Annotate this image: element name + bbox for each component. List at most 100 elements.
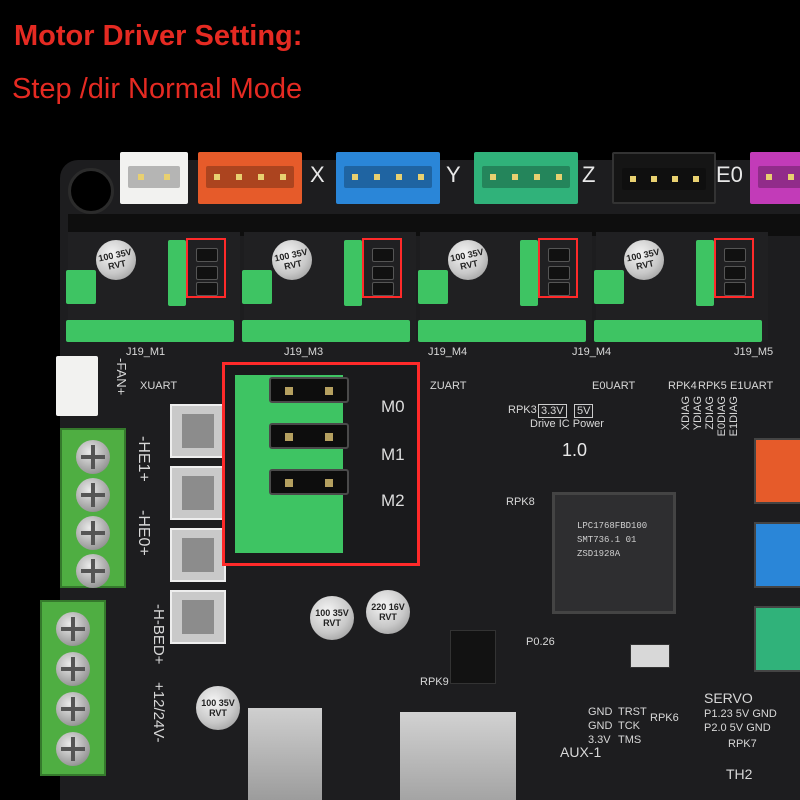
pin-strip-green	[418, 320, 586, 342]
capacitor: 100 35V RVT	[96, 240, 136, 280]
mosfet	[170, 466, 226, 520]
silk-zdiag: ZDIAG	[704, 396, 716, 430]
silk-jtag-gnd1: GND	[588, 706, 613, 718]
connector-white	[120, 152, 188, 204]
silk-e1diag: E1DIAG	[728, 396, 740, 437]
regulator-chip	[450, 630, 496, 684]
connector-z-endstop	[754, 606, 800, 672]
silk-rpk7: RPK7	[728, 738, 757, 750]
pin-header-green	[696, 240, 714, 306]
capacitor: 100 35V RVT	[196, 686, 240, 730]
jumper-cap-m0	[269, 377, 349, 403]
mcu-chip: LPC1768FBD100 SMT736.1 01 ZSD1928A	[552, 492, 676, 614]
capacitor: 100 35V RVT	[624, 240, 664, 280]
silk-th2: TH2	[726, 766, 753, 782]
pin-header-green	[66, 270, 96, 304]
silk-rpk5: RPK5	[698, 380, 727, 392]
silk-j19-m1: J19_M1	[126, 346, 166, 358]
usb-port	[248, 708, 322, 800]
silk-e0uart: E0UART	[592, 380, 636, 392]
title-text: Motor Driver Setting:	[14, 20, 303, 52]
capacitor: 220 16V RVT	[366, 590, 410, 634]
mcu-label-line2: SMT736.1 01	[577, 535, 637, 545]
pin-strip-green	[66, 320, 234, 342]
microstep-jumper-highlight	[714, 238, 754, 298]
silk-rpk6: RPK6	[650, 712, 679, 724]
silk-e1uart: E1UART	[730, 380, 774, 392]
microstep-jumper-highlight	[186, 238, 226, 298]
silk-version: 1.0	[562, 440, 588, 460]
silk-he0: -HE0+	[135, 510, 152, 556]
label-m2: M2	[381, 491, 405, 510]
connector-y-motor	[336, 152, 440, 204]
terminal-block-bed-power	[40, 600, 106, 776]
silk-jtag-trst: TRST	[618, 706, 647, 718]
silk-jtag-tms: TMS	[618, 734, 642, 746]
silk-3v3: 3.3V	[538, 404, 567, 418]
fan-connector	[56, 356, 98, 416]
silk-fan: -FAN+	[114, 358, 129, 396]
silk-xdiag: XDIAG	[680, 396, 692, 431]
silk-rpk9: RPK9	[420, 676, 449, 688]
connector-x-endstop	[754, 438, 800, 504]
silk-power: +12/24V-	[150, 682, 167, 743]
pin-header-green	[168, 240, 186, 306]
pin-strip-green	[594, 320, 762, 342]
mounting-hole	[68, 168, 114, 214]
silk-j19-m4: J19_M4	[428, 346, 468, 358]
silk-j19-m5: J19_M5	[734, 346, 774, 358]
silk-he1: -HE1+	[135, 436, 152, 482]
pin-header-green	[418, 270, 448, 304]
mosfet	[170, 404, 226, 458]
pin-strip-green	[242, 320, 410, 342]
silk-j19-m3: J19_M3	[284, 346, 324, 358]
silk-zuart: ZUART	[430, 380, 467, 392]
silk-aux1: AUX-1	[560, 744, 602, 760]
jumper-cap-m2	[269, 469, 349, 495]
pin-header-green	[520, 240, 538, 306]
pin-header-green	[594, 270, 624, 304]
jumper-zoom-inset: M0 M1 M2	[222, 362, 420, 566]
silk-hbed: -H-BED+	[150, 604, 167, 665]
connector-e1-motor	[750, 152, 800, 204]
crystal	[630, 644, 670, 668]
silk-rpk3: RPK3	[508, 404, 537, 416]
driver-header-row	[68, 214, 800, 236]
silk-drive-ic-power: Drive IC Power	[530, 418, 604, 430]
subtitle-text: Step /dir Normal Mode	[12, 73, 303, 105]
sd-card-slot	[400, 712, 516, 800]
pin-header-green	[344, 240, 362, 306]
pin-header-green	[242, 270, 272, 304]
connector-x-motor	[198, 152, 302, 204]
label-m1: M1	[381, 445, 405, 464]
silk-rpk8: RPK8	[506, 496, 535, 508]
silk-rpk4: RPK4	[668, 380, 697, 392]
silk-jtag-tck: TCK	[618, 720, 640, 732]
silk-p026: P0.26	[526, 636, 555, 648]
mcu-label-line1: LPC1768FBD100	[577, 521, 648, 531]
connector-e0-motor	[612, 152, 716, 204]
silk-servo-row1: P1.23 5V GND	[704, 708, 777, 720]
silk-5v: 5V	[574, 404, 594, 418]
silk-ydiag: YDIAG	[692, 396, 704, 431]
microstep-jumper-highlight	[362, 238, 402, 298]
axis-label-y: Y	[446, 162, 461, 187]
jumper-cap-m1	[269, 423, 349, 449]
mosfet	[170, 528, 226, 582]
capacitor: 100 35V RVT	[310, 596, 354, 640]
header-banner: Motor Driver Setting: Step /dir Normal M…	[0, 0, 800, 128]
connector-y-endstop	[754, 522, 800, 588]
capacitor: 100 35V RVT	[272, 240, 312, 280]
silk-e0diag: E0DIAG	[716, 396, 728, 437]
axis-label-z: Z	[582, 162, 596, 187]
silk-jtag-gnd2: GND	[588, 720, 613, 732]
silk-jtag-3v3: 3.3V	[588, 734, 611, 746]
label-m0: M0	[381, 397, 405, 416]
connector-z-motor	[474, 152, 578, 204]
axis-label-x: X	[310, 162, 325, 187]
microstep-jumper-highlight	[538, 238, 578, 298]
axis-label-e0: E0	[716, 162, 743, 187]
mcu-label-line3: ZSD1928A	[577, 549, 621, 559]
capacitor: 100 35V RVT	[448, 240, 488, 280]
silk-servo-row2: P2.0 5V GND	[704, 722, 771, 734]
